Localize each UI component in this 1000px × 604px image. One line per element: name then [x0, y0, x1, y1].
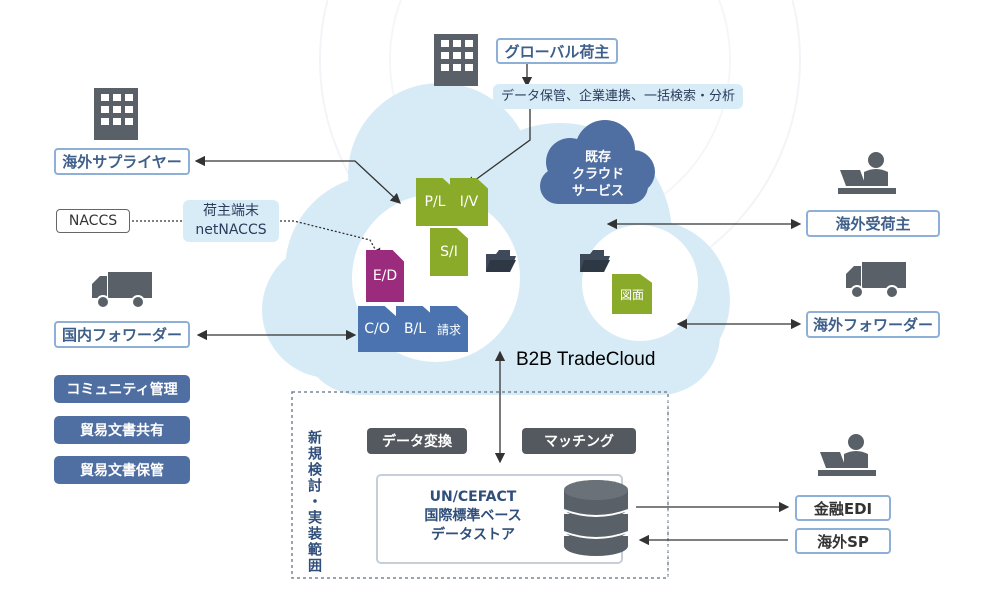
services-pill: データ保管、企業連携、一括検索・分析	[493, 84, 743, 109]
doc-label: C/O	[364, 321, 390, 337]
feature-label: コミュニティ管理	[66, 382, 178, 398]
overseas-supplier-box: 海外サプライヤー	[54, 148, 190, 175]
trade-doc-storage-badge: 貿易文書保管	[54, 456, 190, 484]
store-line: データストア	[431, 526, 515, 543]
domestic-forwarder-box: 国内フォワーダー	[54, 321, 190, 348]
truck-icon	[92, 272, 152, 309]
existing-cloud-line: 既存	[584, 150, 611, 165]
data-store-text: UN/CEFACT 国際標準ベース データストア	[398, 488, 548, 545]
person-at-desk-icon	[818, 434, 876, 476]
overseas-forwarder-box: 海外フォワーダー	[806, 311, 940, 338]
store-line: 国際標準ベース	[424, 507, 522, 524]
overseas-sp-label: 海外SP	[817, 532, 869, 551]
doc-si-icon: S/I	[430, 228, 468, 276]
matching-label: マッチング	[544, 434, 614, 450]
doc-bl-icon: B/L	[396, 306, 434, 352]
feature-label: 貿易文書保管	[80, 463, 164, 479]
doc-drawing-icon: 図面	[612, 274, 652, 314]
overseas-consignee-label: 海外受荷主	[835, 215, 911, 233]
folder-icon	[580, 250, 610, 272]
scope-label: 新規検討・実装範囲	[306, 430, 322, 574]
overseas-sp-box: 海外SP	[795, 528, 891, 554]
doc-pl-icon: P/L	[416, 178, 454, 226]
finance-edi-box: 金融EDI	[795, 495, 891, 521]
doc-invoice-icon: 請求	[430, 306, 468, 352]
doc-label: I/V	[459, 194, 479, 210]
naccs-label: NACCS	[68, 213, 118, 229]
database-icon	[563, 480, 629, 556]
shipper-terminal-label: 荷主端末	[203, 203, 259, 220]
data-conversion-badge: データ変換	[367, 428, 467, 454]
global-shipper-label: グローバル荷主	[504, 42, 610, 61]
brand-label: B2B TradeCloud	[516, 349, 656, 370]
doc-iv-icon: I/V	[450, 178, 488, 226]
truck-icon	[846, 262, 906, 299]
matching-badge: マッチング	[522, 428, 636, 454]
naccs-box: NACCS	[56, 209, 130, 233]
domestic-forwarder-label: 国内フォワーダー	[61, 326, 182, 344]
existing-cloud-line: サービス	[571, 183, 624, 199]
overseas-supplier-label: 海外サプライヤー	[62, 153, 182, 171]
trade-doc-sharing-badge: 貿易文書共有	[54, 416, 190, 444]
doc-label: 請求	[436, 322, 461, 337]
building-icon	[434, 34, 478, 86]
overseas-forwarder-label: 海外フォワーダー	[812, 316, 933, 334]
global-shipper-box: グローバル荷主	[496, 38, 618, 64]
data-conversion-label: データ変換	[382, 434, 452, 450]
feature-label: 貿易文書共有	[80, 423, 164, 439]
doc-label: S/I	[440, 244, 458, 260]
building-icon	[94, 88, 138, 140]
existing-cloud-icon	[540, 120, 655, 204]
doc-co-icon: C/O	[358, 306, 396, 352]
person-at-desk-icon	[838, 152, 896, 194]
folder-icon	[486, 250, 516, 272]
doc-label: E/D	[372, 268, 398, 284]
store-line: UN/CEFACT	[429, 489, 517, 505]
overseas-consignee-box: 海外受荷主	[806, 210, 940, 237]
shipper-terminal-pill: 荷主端末 netNACCS	[183, 200, 279, 242]
netnaccs-label: netNACCS	[195, 222, 267, 238]
doc-ed-icon: E/D	[366, 250, 404, 302]
doc-label: P/L	[424, 194, 446, 210]
finance-edi-label: 金融EDI	[813, 499, 873, 518]
doc-label: B/L	[403, 321, 427, 337]
existing-cloud-service-label: 既存 クラウド サービス	[548, 150, 648, 201]
services-label: データ保管、企業連携、一括検索・分析	[500, 88, 735, 104]
doc-label: 図面	[619, 287, 644, 302]
community-management-badge: コミュニティ管理	[54, 375, 190, 403]
existing-cloud-line: クラウド	[571, 166, 624, 182]
